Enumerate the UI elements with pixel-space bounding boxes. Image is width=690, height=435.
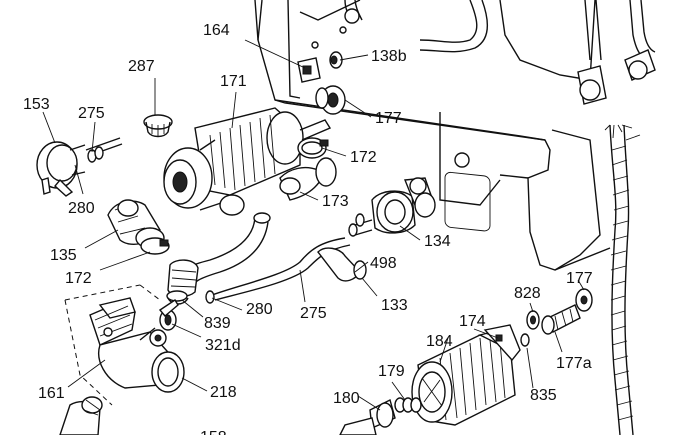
bracket-164 — [297, 57, 321, 83]
label-177-right: 177 — [566, 270, 593, 287]
part-labels: 164 287 171 138b 153 275 177 172 280 173… — [23, 22, 593, 435]
label-179: 179 — [378, 363, 405, 380]
label-173: 173 — [322, 193, 349, 210]
label-498: 498 — [370, 255, 397, 272]
ring-828 — [526, 310, 540, 330]
label-158: 158 — [200, 429, 227, 435]
drain-pump-161 — [89, 297, 185, 393]
label-321d: 321d — [205, 337, 241, 354]
label-174: 174 — [459, 313, 486, 330]
pump-motor-171 — [163, 107, 332, 216]
grommet-138b — [329, 51, 343, 69]
tube-275a — [85, 137, 123, 163]
label-135: 135 — [50, 247, 77, 264]
label-177a: 177a — [556, 355, 592, 372]
valve-134 — [348, 177, 436, 237]
drain-hose — [167, 212, 271, 297]
bracket-174 — [483, 324, 521, 362]
label-138b: 138b — [371, 48, 407, 65]
label-164: 164 — [203, 22, 230, 39]
label-835: 835 — [530, 387, 557, 404]
label-177-top: 177 — [375, 110, 402, 127]
label-172-upper: 172 — [350, 149, 377, 166]
ring-287 — [143, 114, 173, 138]
label-171: 171 — [220, 73, 247, 90]
part-177a — [541, 304, 581, 335]
wire-harness — [604, 124, 641, 435]
grommet-177-top — [315, 85, 346, 115]
filter-housing-158 — [59, 396, 103, 435]
label-134: 134 — [424, 233, 451, 250]
ring-835 — [520, 333, 530, 347]
label-828: 828 — [514, 285, 541, 302]
cabinet-frame — [254, 0, 611, 271]
label-218: 218 — [210, 384, 237, 401]
cap-177 — [575, 288, 593, 312]
label-153: 153 — [23, 96, 50, 113]
label-275-top: 275 — [78, 105, 105, 122]
label-161: 161 — [38, 385, 65, 402]
pump-assembly-callout — [64, 284, 161, 406]
label-172-lower: 172 — [65, 270, 92, 287]
label-839: 839 — [204, 315, 231, 332]
clamp-172a — [297, 137, 329, 159]
washer-179 — [394, 397, 422, 413]
pressure-switch-153 — [36, 141, 86, 197]
label-280-center: 280 — [246, 301, 273, 318]
label-184: 184 — [426, 333, 453, 350]
label-280-left: 280 — [68, 200, 95, 217]
label-133: 133 — [381, 297, 408, 314]
shaft-180 — [339, 398, 396, 435]
label-287: 287 — [128, 58, 155, 75]
hose-173 — [279, 157, 337, 201]
top-hoses — [344, 0, 656, 105]
label-275-center: 275 — [300, 305, 327, 322]
label-180: 180 — [333, 390, 360, 407]
hose-498-133 — [205, 237, 367, 304]
clamp-172b — [140, 237, 170, 255]
leader-lines — [42, 39, 585, 411]
ring-321d — [158, 299, 179, 331]
